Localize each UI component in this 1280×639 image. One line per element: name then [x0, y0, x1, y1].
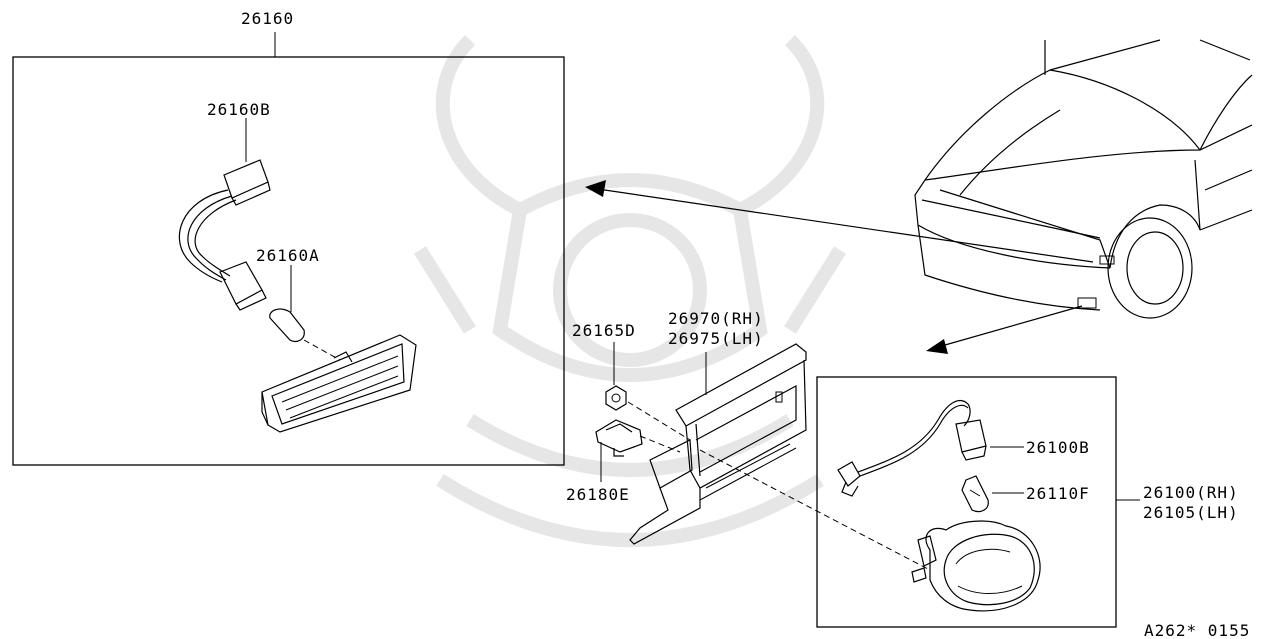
label-26100: 26100(RH) [1143, 483, 1239, 502]
side-marker-bulb-drawing [269, 265, 305, 343]
side-marker-box [12, 56, 565, 466]
arrow-to-fog-lamp [926, 305, 1083, 354]
clip-dash [639, 435, 681, 453]
side-marker-lens-drawing [261, 334, 417, 433]
car-front-drawing [914, 39, 1253, 319]
label-26160A: 26160A [256, 246, 320, 265]
fog-lamp-housing-drawing [911, 520, 1041, 612]
label-26970: 26970(RH) [668, 309, 764, 328]
drawing-code: A262* 0155 [1144, 621, 1250, 639]
fog-lamp-box [816, 376, 1117, 628]
label-26110F: 26110F [1026, 484, 1090, 503]
bracket-dash [699, 449, 931, 571]
arrow-to-side-marker [585, 180, 1094, 263]
label-26100B: 26100B [1026, 438, 1090, 457]
clip-drawing [595, 419, 643, 457]
label-26160B: 26160B [207, 100, 271, 119]
label-26105: 26105(LH) [1143, 503, 1239, 522]
fog-bulb-drawing [961, 475, 989, 513]
label-26160: 26160 [241, 9, 294, 28]
side-marker-socket-drawing [178, 118, 271, 311]
nut-dash [627, 401, 691, 441]
bracket-drawing [629, 343, 807, 545]
label-26165D: 26165D [572, 321, 636, 340]
fog-socket-drawing [837, 399, 987, 497]
nut-drawing [605, 385, 627, 411]
bulb-dash [303, 339, 341, 361]
label-26180E: 26180E [566, 485, 630, 504]
label-26975: 26975(LH) [668, 329, 764, 348]
watermark-emblem [414, 35, 846, 547]
